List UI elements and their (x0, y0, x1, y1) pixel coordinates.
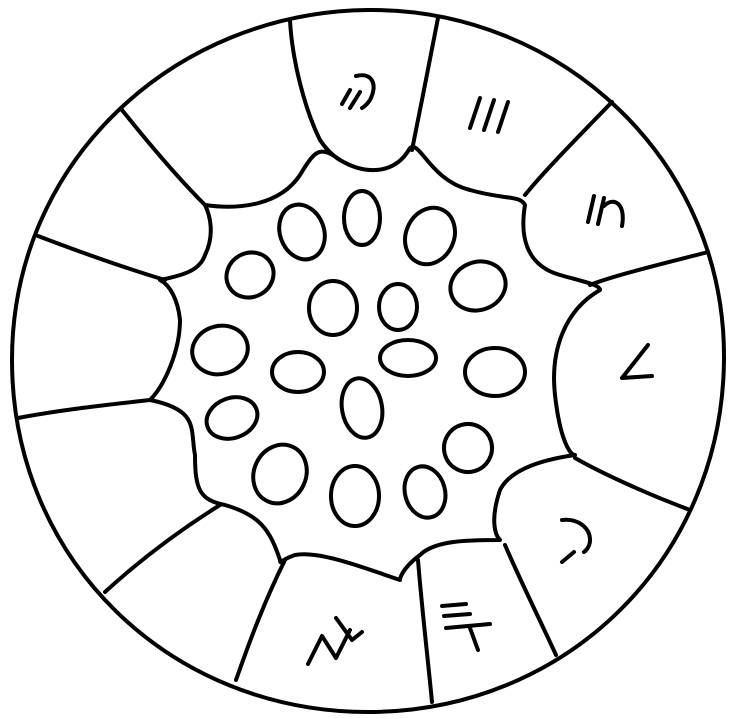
paper-background (0, 0, 735, 719)
cell-diagram (0, 0, 735, 719)
diagram-canvas (0, 0, 735, 719)
